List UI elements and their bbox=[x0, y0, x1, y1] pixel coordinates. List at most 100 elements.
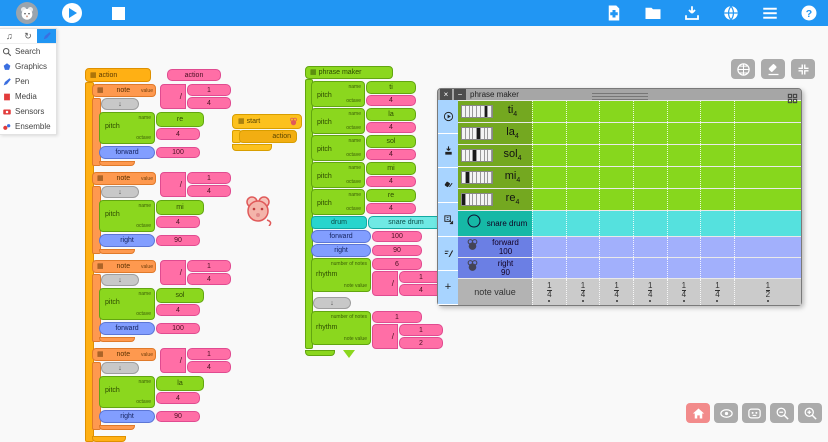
grid-cell[interactable] bbox=[566, 211, 600, 236]
help-icon[interactable]: ? bbox=[800, 4, 818, 22]
zoom-in-button[interactable] bbox=[798, 403, 822, 423]
collapse-grid-icon[interactable]: ▦ bbox=[97, 351, 104, 358]
number-of-notes-value[interactable]: 6 bbox=[372, 258, 422, 270]
grid-cell[interactable] bbox=[633, 167, 667, 188]
cartoon-button[interactable] bbox=[742, 403, 766, 423]
pitch-name-value[interactable]: la bbox=[366, 108, 416, 121]
widget-drag-handle[interactable] bbox=[592, 93, 648, 102]
grid-cell[interactable] bbox=[667, 258, 701, 278]
collapse-grid-icon[interactable]: ▦ bbox=[97, 175, 104, 182]
pitch-name-value[interactable]: mi bbox=[156, 200, 204, 215]
motion-value[interactable]: 90 bbox=[156, 411, 200, 422]
grid-cell[interactable] bbox=[566, 123, 600, 144]
grid-cell[interactable] bbox=[599, 211, 633, 236]
grid-cell[interactable] bbox=[566, 101, 600, 122]
octave-value[interactable]: 4 bbox=[156, 128, 200, 140]
numerator-block[interactable]: 1 bbox=[187, 172, 231, 184]
palette-tab-notes-icon[interactable]: ♫ bbox=[0, 29, 19, 43]
grid-cell[interactable] bbox=[734, 258, 801, 278]
grid-cell[interactable] bbox=[599, 167, 633, 188]
grid-cell[interactable] bbox=[700, 189, 734, 210]
grid-cell[interactable] bbox=[667, 123, 701, 144]
palette-item-graphics[interactable]: Graphics bbox=[0, 59, 56, 74]
right-block[interactable]: right bbox=[99, 410, 155, 423]
pitch-name-value[interactable]: sol bbox=[366, 135, 416, 148]
globe-icon[interactable] bbox=[722, 4, 740, 22]
octave-value[interactable]: 4 bbox=[366, 122, 416, 133]
grid-cell[interactable] bbox=[633, 145, 667, 166]
grid-cell[interactable] bbox=[532, 211, 566, 236]
pitch-name-value[interactable]: mi bbox=[366, 162, 416, 175]
grid-cell[interactable] bbox=[734, 145, 801, 166]
compress-button[interactable] bbox=[791, 59, 815, 79]
grid-cell[interactable] bbox=[532, 189, 566, 210]
numerator-block[interactable]: 1 bbox=[399, 324, 443, 336]
grid-cell[interactable] bbox=[532, 101, 566, 122]
grid-cell[interactable] bbox=[700, 237, 734, 257]
grid-cell[interactable] bbox=[667, 237, 701, 257]
denominator-block[interactable]: 2 bbox=[399, 337, 443, 349]
grid-cell[interactable] bbox=[667, 101, 701, 122]
pitch-name-value[interactable]: re bbox=[156, 112, 204, 127]
grid-cell[interactable] bbox=[566, 145, 600, 166]
right-block[interactable]: right bbox=[311, 244, 371, 257]
grid-cell[interactable] bbox=[667, 211, 701, 236]
action-block-header[interactable]: ▦action bbox=[85, 68, 151, 82]
pitch-name-value[interactable]: re bbox=[366, 189, 416, 202]
stop-button[interactable] bbox=[112, 7, 125, 20]
grid-cell[interactable] bbox=[566, 258, 600, 278]
vspace-block[interactable]: ↓ bbox=[101, 362, 139, 374]
vspace-block[interactable]: ↓ bbox=[101, 186, 139, 198]
pitch-name-value[interactable]: ti bbox=[366, 81, 416, 94]
palette-item-search[interactable]: Search bbox=[0, 44, 56, 59]
motion-value[interactable]: 100 bbox=[372, 231, 422, 242]
grid-cell[interactable] bbox=[566, 189, 600, 210]
palette-item-pen[interactable]: Pen bbox=[0, 74, 56, 89]
palette-tab-refresh-icon[interactable]: ↻ bbox=[19, 29, 38, 43]
grid-cell[interactable] bbox=[633, 237, 667, 257]
grid-circle-button[interactable] bbox=[731, 59, 755, 79]
collapse-grid-icon[interactable]: ▦ bbox=[238, 118, 245, 125]
grid-cell[interactable] bbox=[667, 167, 701, 188]
forward-block[interactable]: forward bbox=[99, 146, 155, 159]
grid-cell[interactable] bbox=[700, 258, 734, 278]
home-button[interactable] bbox=[686, 403, 710, 423]
octave-value[interactable]: 4 bbox=[156, 392, 200, 404]
octave-value[interactable]: 4 bbox=[366, 95, 416, 106]
number-of-notes-value[interactable]: 1 bbox=[372, 311, 422, 323]
grid-cell[interactable] bbox=[700, 101, 734, 122]
grid-cell[interactable] bbox=[599, 123, 633, 144]
collapse-grid-icon[interactable]: ▦ bbox=[310, 69, 317, 76]
octave-value[interactable]: 4 bbox=[366, 149, 416, 160]
start-block[interactable]: ▦start bbox=[232, 114, 302, 129]
octave-value[interactable]: 4 bbox=[366, 203, 416, 214]
grid-cell[interactable] bbox=[532, 167, 566, 188]
widget-sort-button[interactable] bbox=[438, 237, 458, 271]
right-block[interactable]: right bbox=[99, 234, 155, 247]
action-name-block[interactable]: action bbox=[167, 69, 221, 81]
forward-block[interactable]: forward bbox=[99, 322, 155, 335]
forward-block[interactable]: forward bbox=[311, 230, 371, 243]
grid-cell[interactable] bbox=[532, 237, 566, 257]
drum-block[interactable]: drum bbox=[311, 216, 367, 229]
download-icon[interactable] bbox=[683, 4, 701, 22]
